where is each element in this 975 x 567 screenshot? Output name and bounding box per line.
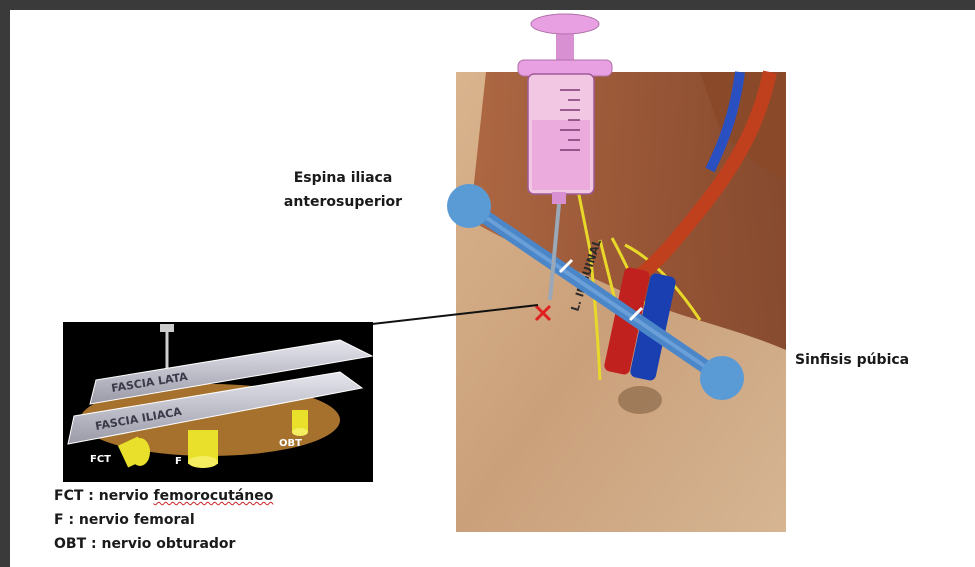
inset-tag-obt: OBT [279, 438, 302, 449]
legend-item-f: F : nervio femoral [54, 508, 273, 532]
espina-knob [447, 184, 491, 228]
legend-item-fct: FCT : nervio femorocutáneo [54, 484, 273, 508]
espina-label-line1: Espina iliaca [268, 166, 418, 190]
legend-fct-abbr: FCT [54, 488, 83, 504]
espina-label: Espina iliaca anterosuperior [268, 166, 418, 214]
sinfisis-knob [700, 356, 744, 400]
legend-item-obt: OBT : nervio obturador [54, 532, 273, 556]
espina-label-line2: anterosuperior [268, 190, 418, 214]
inset-tag-f: F [175, 456, 182, 467]
pubic-tissue [618, 386, 662, 414]
sinfisis-label: Sinfisis púbica [795, 352, 909, 368]
legend-f-abbr: F [54, 512, 64, 528]
legend-obt-text: : nervio obturador [86, 536, 235, 552]
legend-fct-text: : nervio [83, 488, 153, 504]
nerve-obt-cylinder [292, 410, 308, 436]
legend-obt-abbr: OBT [54, 536, 86, 552]
inset-tag-fct: FCT [90, 454, 111, 465]
legend-fct-term: femorocutáneo [154, 488, 274, 504]
nerve-f-cylinder [188, 430, 218, 468]
fascia-inset: FASCIA LATA FASCIA ILIACA FCT F OBT [63, 322, 373, 482]
legend: FCT : nervio femorocutáneo F : nervio fe… [54, 484, 273, 556]
legend-f-text: : nervio femoral [64, 512, 195, 528]
